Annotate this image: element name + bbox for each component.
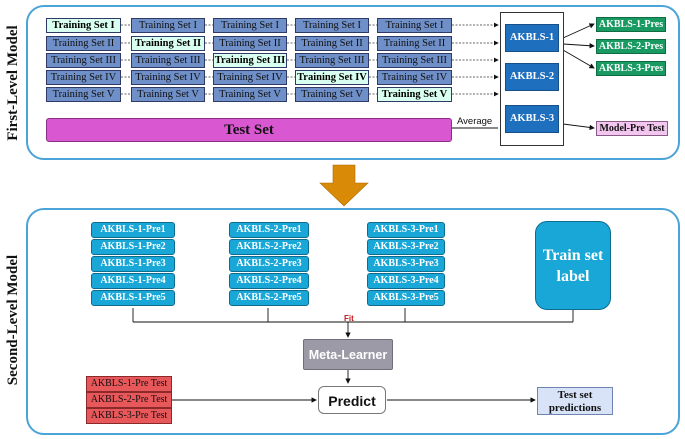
fold-2-set-1: Training Set I	[131, 18, 205, 33]
akbls-2-pre3: AKBLS-2-Pre3	[229, 256, 309, 272]
fold-5-set-5: Training Set V	[377, 87, 452, 102]
akbls-2-pre1: AKBLS-2-Pre1	[229, 222, 309, 238]
average-label: Average	[457, 116, 493, 127]
fold-3-set-5: Training Set V	[213, 87, 287, 102]
fold-5-set-3: Training Set III	[377, 53, 452, 68]
fold-4-set-2: Training Set II	[295, 36, 369, 51]
model-pre-test: Model-Pre Test	[596, 121, 668, 136]
fold-1-set-5: Training Set V	[46, 87, 121, 102]
fold-5-set-4: Training Set IV	[377, 70, 452, 85]
down-arrow	[319, 164, 369, 207]
akbls-3-pre4: AKBLS-3-Pre4	[367, 273, 445, 289]
fold-4-set-3: Training Set III	[295, 53, 369, 68]
fold-2-set-4: Training Set IV	[131, 70, 205, 85]
fold-1-set-3: Training Set III	[46, 53, 121, 68]
fit-label: Fit	[344, 314, 354, 323]
fold-4-set-1: Training Set I	[295, 18, 369, 33]
akbls-3-pre3: AKBLS-3-Pre3	[367, 256, 445, 272]
akbls-2-pre4: AKBLS-2-Pre4	[229, 273, 309, 289]
fold-1-set-2: Training Set II	[46, 36, 121, 51]
fold-4-set-5: Training Set V	[295, 87, 369, 102]
akbls-3-pre1: AKBLS-3-Pre1	[367, 222, 445, 238]
akbls-2-pre-test: AKBLS-2-Pre Test	[86, 392, 172, 408]
fold-1-set-1: Training Set I	[46, 18, 121, 33]
akbls-1-pre2: AKBLS-1-Pre2	[91, 239, 175, 255]
akbls-1-pre-test: AKBLS-1-Pre Test	[86, 376, 172, 392]
train-set-label: Train set label	[535, 221, 611, 310]
akbls-1-pre5: AKBLS-1-Pre5	[91, 290, 175, 306]
fold-4-set-4: Training Set IV	[295, 70, 369, 85]
fold-5-set-2: Training Set II	[377, 36, 452, 51]
akbls-3-pre5: AKBLS-3-Pre5	[367, 290, 445, 306]
fold-5-set-1: Training Set I	[377, 18, 452, 33]
akbls-1-pre4: AKBLS-1-Pre4	[91, 273, 175, 289]
predict-box: Predict	[318, 386, 386, 414]
akbls-2-pre2: AKBLS-2-Pre2	[229, 239, 309, 255]
akbls-3-pres: AKBLS-3-Pres	[596, 61, 666, 76]
akbls-3-pre2: AKBLS-3-Pre2	[367, 239, 445, 255]
akbls-3-pre-test: AKBLS-3-Pre Test	[86, 408, 172, 424]
fold-2-set-2: Training Set II	[131, 36, 205, 51]
test-set-predictions: Test set predictions	[537, 387, 613, 415]
akbls-2-pres: AKBLS-2-Pres	[596, 39, 666, 54]
fold-3-set-3: Training Set III	[213, 53, 287, 68]
fold-2-set-5: Training Set V	[131, 87, 205, 102]
akbls-1-pre1: AKBLS-1-Pre1	[91, 222, 175, 238]
fold-2-set-3: Training Set III	[131, 53, 205, 68]
fold-3-set-4: Training Set IV	[213, 70, 287, 85]
akbls-1-pres: AKBLS-1-Pres	[596, 17, 666, 32]
fold-1-set-4: Training Set IV	[46, 70, 121, 85]
test-set-bar: Test Set	[46, 118, 452, 142]
fold-3-set-2: Training Set II	[213, 36, 287, 51]
akbls-3-box: AKBLS-3	[505, 105, 559, 133]
meta-learner-box: Meta-Learner	[303, 339, 393, 370]
akbls-2-pre5: AKBLS-2-Pre5	[229, 290, 309, 306]
akbls-1-pre3: AKBLS-1-Pre3	[91, 256, 175, 272]
akbls-1-box: AKBLS-1	[505, 24, 559, 52]
akbls-2-box: AKBLS-2	[505, 63, 559, 91]
fold-3-set-1: Training Set I	[213, 18, 287, 33]
